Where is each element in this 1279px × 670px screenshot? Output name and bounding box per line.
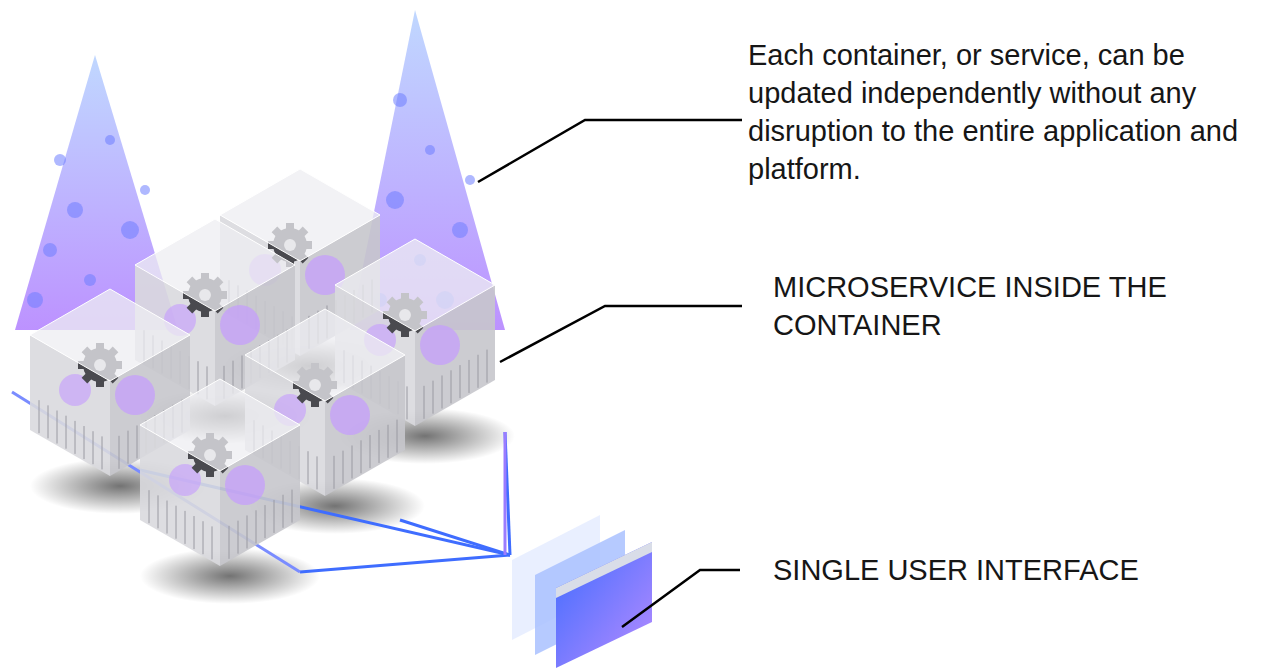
container-stripe (167, 501, 168, 534)
ui-window (556, 542, 652, 668)
container-stripe (119, 436, 120, 469)
container-stripe (194, 516, 195, 549)
cube-face (245, 309, 405, 401)
container-stripe (176, 506, 177, 539)
container-stripe (469, 360, 470, 393)
container-stripe (212, 526, 213, 559)
container-stripe (203, 521, 204, 554)
cube-face (335, 239, 495, 331)
container-stripe (39, 400, 40, 433)
cube-face (30, 289, 190, 381)
container-stripe (158, 495, 159, 528)
container-stripe (274, 500, 275, 533)
container-stripe (388, 425, 389, 458)
container-stripe (451, 370, 452, 403)
particle (84, 274, 96, 286)
cube-edge (335, 239, 495, 331)
container-stripe (317, 456, 318, 489)
container-stripe (247, 515, 248, 548)
particle (386, 191, 404, 209)
leader-line (500, 306, 742, 362)
container-stripe (397, 420, 398, 453)
connection-line (504, 432, 507, 555)
particle (54, 154, 66, 166)
user-interface-windows (512, 515, 652, 668)
container-stripe (137, 425, 138, 458)
ui-window-bar (556, 542, 652, 598)
container-stripe (370, 435, 371, 468)
leader-line (478, 120, 742, 182)
container-stripe (229, 526, 230, 559)
particle (465, 175, 475, 185)
container-stripe (407, 386, 408, 419)
connection-line (400, 520, 510, 555)
cube-edge (140, 379, 300, 471)
container-stripe (57, 411, 58, 444)
container-stripe (343, 451, 344, 484)
particle (105, 135, 115, 145)
container-stripe (185, 511, 186, 544)
container-stripe (460, 365, 461, 398)
leader-lines (478, 120, 742, 627)
container-stripe (128, 431, 129, 464)
container-stripe (308, 451, 309, 484)
particle (452, 222, 468, 238)
connection-line (505, 432, 510, 555)
particle (43, 243, 57, 257)
container-cubes (30, 169, 495, 566)
container-stripe (102, 436, 103, 469)
container-stripe (442, 375, 443, 408)
container-stripe (198, 361, 199, 394)
container-stripe (334, 456, 335, 489)
cube-edge (245, 309, 405, 401)
leader-line (622, 570, 740, 627)
particle (67, 202, 83, 218)
container-stripe (238, 521, 239, 554)
container-stripe (424, 386, 425, 419)
container-stripe (84, 426, 85, 459)
container-stripe (361, 440, 362, 473)
container-stripe (75, 421, 76, 454)
inner-cog (225, 465, 265, 505)
container-stripe (487, 350, 488, 383)
callout-label: SINGLE USER INTERFACE (773, 551, 1253, 589)
inner-cog (220, 305, 260, 345)
particle (121, 221, 139, 239)
callout-label: MICROSERVICE INSIDE THE CONTAINER (773, 268, 1173, 344)
inner-cog (330, 395, 370, 435)
container-stripe (379, 430, 380, 463)
container-stripe (478, 355, 479, 388)
cube-face (135, 219, 295, 311)
container-stripe (242, 355, 243, 388)
connection-line (300, 555, 510, 572)
callout-note: Each container, or service, can be updat… (748, 36, 1273, 188)
particle (393, 93, 407, 107)
container-stripe (149, 490, 150, 523)
container-stripe (352, 445, 353, 478)
container-stripe (256, 510, 257, 543)
container-stripe (66, 416, 67, 449)
particle (140, 185, 150, 195)
container-stripe (433, 381, 434, 414)
cube-edge (135, 219, 295, 311)
container-stripe (48, 405, 49, 438)
inner-cog (420, 325, 460, 365)
inner-cog (115, 375, 155, 415)
container-stripe (93, 431, 94, 464)
cube-edge (30, 289, 190, 381)
container-stripe (292, 490, 293, 523)
container-stripe (283, 495, 284, 528)
particle (425, 145, 435, 155)
container-stripe (265, 505, 266, 538)
cube-face (140, 379, 300, 471)
particle (27, 292, 43, 308)
